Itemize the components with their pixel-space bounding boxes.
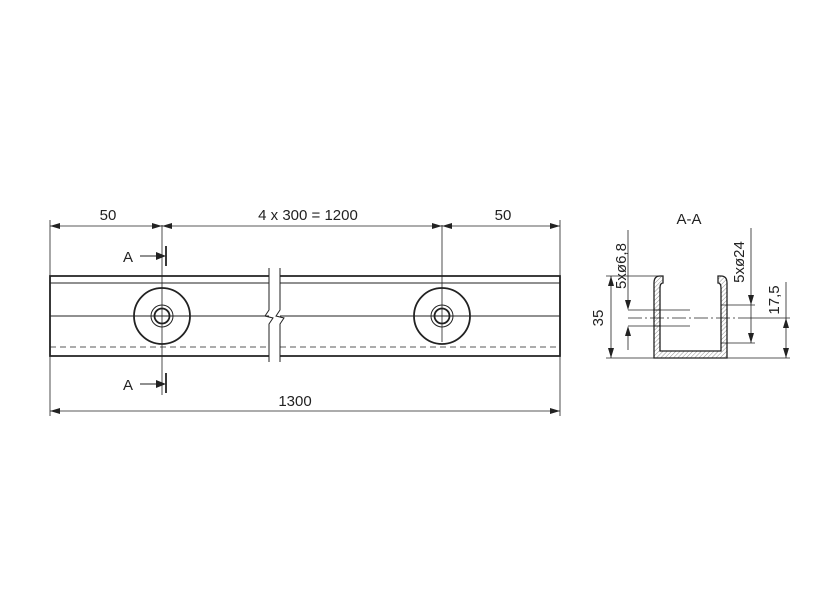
dim-overall-length: 1300 — [278, 393, 311, 410]
dim-right-offset: 50 — [495, 207, 512, 224]
section-marker-top-label: A — [123, 249, 133, 266]
dim-boss-diameter: 5xø24 — [731, 241, 748, 283]
break-line-left — [264, 268, 274, 362]
rail-front-view — [49, 225, 561, 395]
dim-pitch: 4 x 300 = 1200 — [258, 207, 358, 224]
mounting-hole-right — [413, 225, 471, 345]
top-dimension-chain — [49, 220, 561, 276]
dim-height: 35 — [590, 310, 607, 327]
dim-hole-diameter: 5xø6,8 — [613, 243, 630, 289]
section-view — [628, 275, 755, 359]
dim-half-height-lines — [727, 282, 790, 359]
section-marker-bottom-label: A — [123, 377, 133, 394]
section-marker-bottom — [140, 373, 167, 393]
section-title: A-A — [676, 211, 701, 228]
dim-left-offset: 50 — [100, 207, 117, 224]
dim-hole-lines — [625, 230, 654, 350]
mounting-hole-left — [133, 225, 191, 395]
dim-half-height: 17,5 — [766, 285, 783, 314]
dim-height-lines — [606, 275, 660, 359]
break-line-right — [275, 268, 285, 362]
overall-length-dimension — [49, 356, 561, 416]
section-marker-top — [140, 246, 167, 266]
dim-boss-lines — [748, 228, 754, 343]
u-profile — [653, 275, 728, 359]
